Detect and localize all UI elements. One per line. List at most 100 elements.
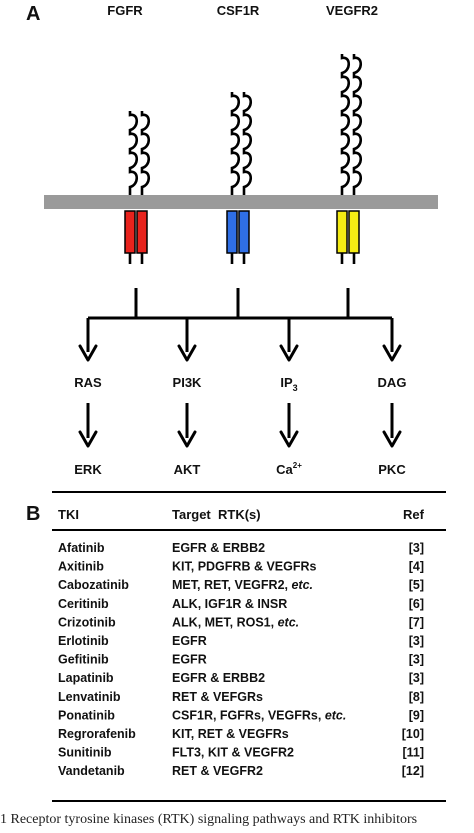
arrow-head [279, 430, 299, 448]
table-row: Regrorafenib KIT, RET & VEGFRs [10] [58, 727, 424, 741]
vegfr2-receptor [336, 54, 363, 264]
receptor-label-vegfr2: VEGFR2 [326, 3, 378, 18]
pathway-label-ras: RAS [74, 375, 102, 390]
target-text: KIT, PDGFRB & VEGFRs [172, 560, 317, 574]
cell-membrane [44, 195, 438, 209]
figure-caption: 1 Receptor tyrosine kinases (RTK) signal… [0, 812, 418, 827]
target-etc: etc. [291, 578, 313, 592]
table-row: Axitinib KIT, PDGFRB & VEGFRs [4] [58, 560, 424, 574]
arrow-head [177, 344, 197, 362]
cell-target: ALK, MET, ROS1, etc. [172, 615, 299, 629]
header-ref: Ref [403, 507, 425, 522]
cell-target: ALK, IGF1R & INSR [172, 597, 287, 611]
cell-tki: Axitinib [58, 560, 104, 574]
cell-target: KIT, RET & VEGFRs [172, 727, 289, 741]
target-text: ALK, IGF1R & INSR [172, 597, 287, 611]
cell-ref: [5] [409, 578, 424, 592]
cell-tki: Erlotinib [58, 634, 109, 648]
cell-ref: [10] [402, 727, 424, 741]
cell-tki: Crizotinib [58, 615, 116, 629]
arrow-head [279, 344, 299, 362]
extracellular-domain [352, 54, 363, 195]
cell-target: KIT, PDGFRB & VEGFRs [172, 560, 317, 574]
arrow-head [78, 430, 98, 448]
target-text: FLT3, KIT & VEGFR2 [172, 746, 294, 760]
target-etc: etc. [278, 615, 300, 629]
pathway-label-erk: ERK [74, 462, 102, 477]
cell-ref: [9] [409, 708, 424, 722]
cell-target: CSF1R, FGFRs, VEGFRs, etc. [172, 708, 346, 722]
cell-target: MET, RET, VEGFR2, etc. [172, 578, 313, 592]
table-row: Cabozatinib MET, RET, VEGFR2, etc. [5] [58, 578, 424, 592]
pathway-label-pi3k: PI3K [173, 375, 203, 390]
arrow-head [382, 430, 402, 448]
pathway-label-akt: AKT [174, 462, 201, 477]
cell-ref: [12] [402, 764, 424, 778]
kinase-domain [348, 210, 360, 254]
calcium-superscript: 2+ [293, 461, 302, 470]
cell-tki: Cabozatinib [58, 578, 129, 592]
target-text: EGFR [172, 653, 207, 667]
cell-tki: Afatinib [58, 541, 105, 555]
cell-ref: [6] [409, 597, 424, 611]
panel-a-label: A [26, 3, 40, 25]
table-row: Crizotinib ALK, MET, ROS1, etc. [7] [58, 615, 424, 629]
cell-tki: Regrorafenib [58, 727, 136, 741]
fgfr-receptor [124, 111, 151, 264]
target-text: MET, RET, VEGFR2, [172, 578, 291, 592]
extracellular-domain [230, 92, 241, 195]
arrow-head [177, 430, 197, 448]
pathway-label-calcium: Ca2+ [276, 461, 302, 477]
kinase-domain [124, 210, 136, 254]
panel-b-label: B [26, 503, 40, 525]
target-text: EGFR & ERBB2 [172, 541, 265, 555]
header-tki: TKI [58, 507, 79, 522]
ip3-subscript: 3 [293, 383, 298, 393]
extracellular-domain [242, 92, 253, 195]
target-text: CSF1R, FGFRs, VEGFRs, [172, 708, 325, 722]
target-text: RET & VEFGRs [172, 690, 263, 704]
kinase-domain [336, 210, 348, 254]
arrows [78, 318, 402, 448]
extracellular-domain [340, 54, 351, 195]
csf1r-receptor [226, 92, 253, 264]
arrow-head [78, 344, 98, 362]
arrow-head [382, 344, 402, 362]
cell-ref: [3] [409, 634, 424, 648]
cell-tki: Lapatinib [58, 671, 114, 685]
calcium-base: Ca [276, 462, 293, 477]
table-row: Afatinib EGFR & ERBB2 [3] [58, 541, 424, 555]
cell-tki: Ponatinib [58, 708, 115, 722]
table-row: Sunitinib FLT3, KIT & VEGFR2 [11] [58, 746, 424, 760]
cell-ref: [3] [409, 541, 424, 555]
kinase-domain [136, 210, 148, 254]
signal-tree [88, 288, 392, 320]
extracellular-domain [128, 111, 139, 195]
cell-target: EGFR & ERBB2 [172, 671, 265, 685]
extracellular-domain [140, 111, 151, 195]
target-text: ALK, MET, ROS1, [172, 615, 278, 629]
cell-tki: Vandetanib [58, 764, 125, 778]
cell-target: RET & VEGFR2 [172, 764, 263, 778]
target-text: EGFR [172, 634, 207, 648]
target-etc: etc. [325, 708, 347, 722]
cell-tki: Gefitinib [58, 653, 109, 667]
target-text: EGFR & ERBB2 [172, 671, 265, 685]
cell-ref: [4] [409, 560, 424, 574]
cell-target: EGFR [172, 653, 207, 667]
cell-tki: Sunitinib [58, 746, 112, 760]
table-row: Ponatinib CSF1R, FGFRs, VEGFRs, etc. [9] [58, 708, 424, 722]
pathway-label-ip3: IP3 [280, 375, 297, 393]
table-row: Erlotinib EGFR [3] [58, 634, 424, 648]
table-row: Vandetanib RET & VEGFR2 [12] [58, 764, 424, 778]
target-text: KIT, RET & VEGFRs [172, 727, 289, 741]
receptor-label-fgfr: FGFR [107, 3, 143, 18]
cell-ref: [11] [402, 746, 424, 760]
cell-ref: [7] [409, 615, 424, 629]
